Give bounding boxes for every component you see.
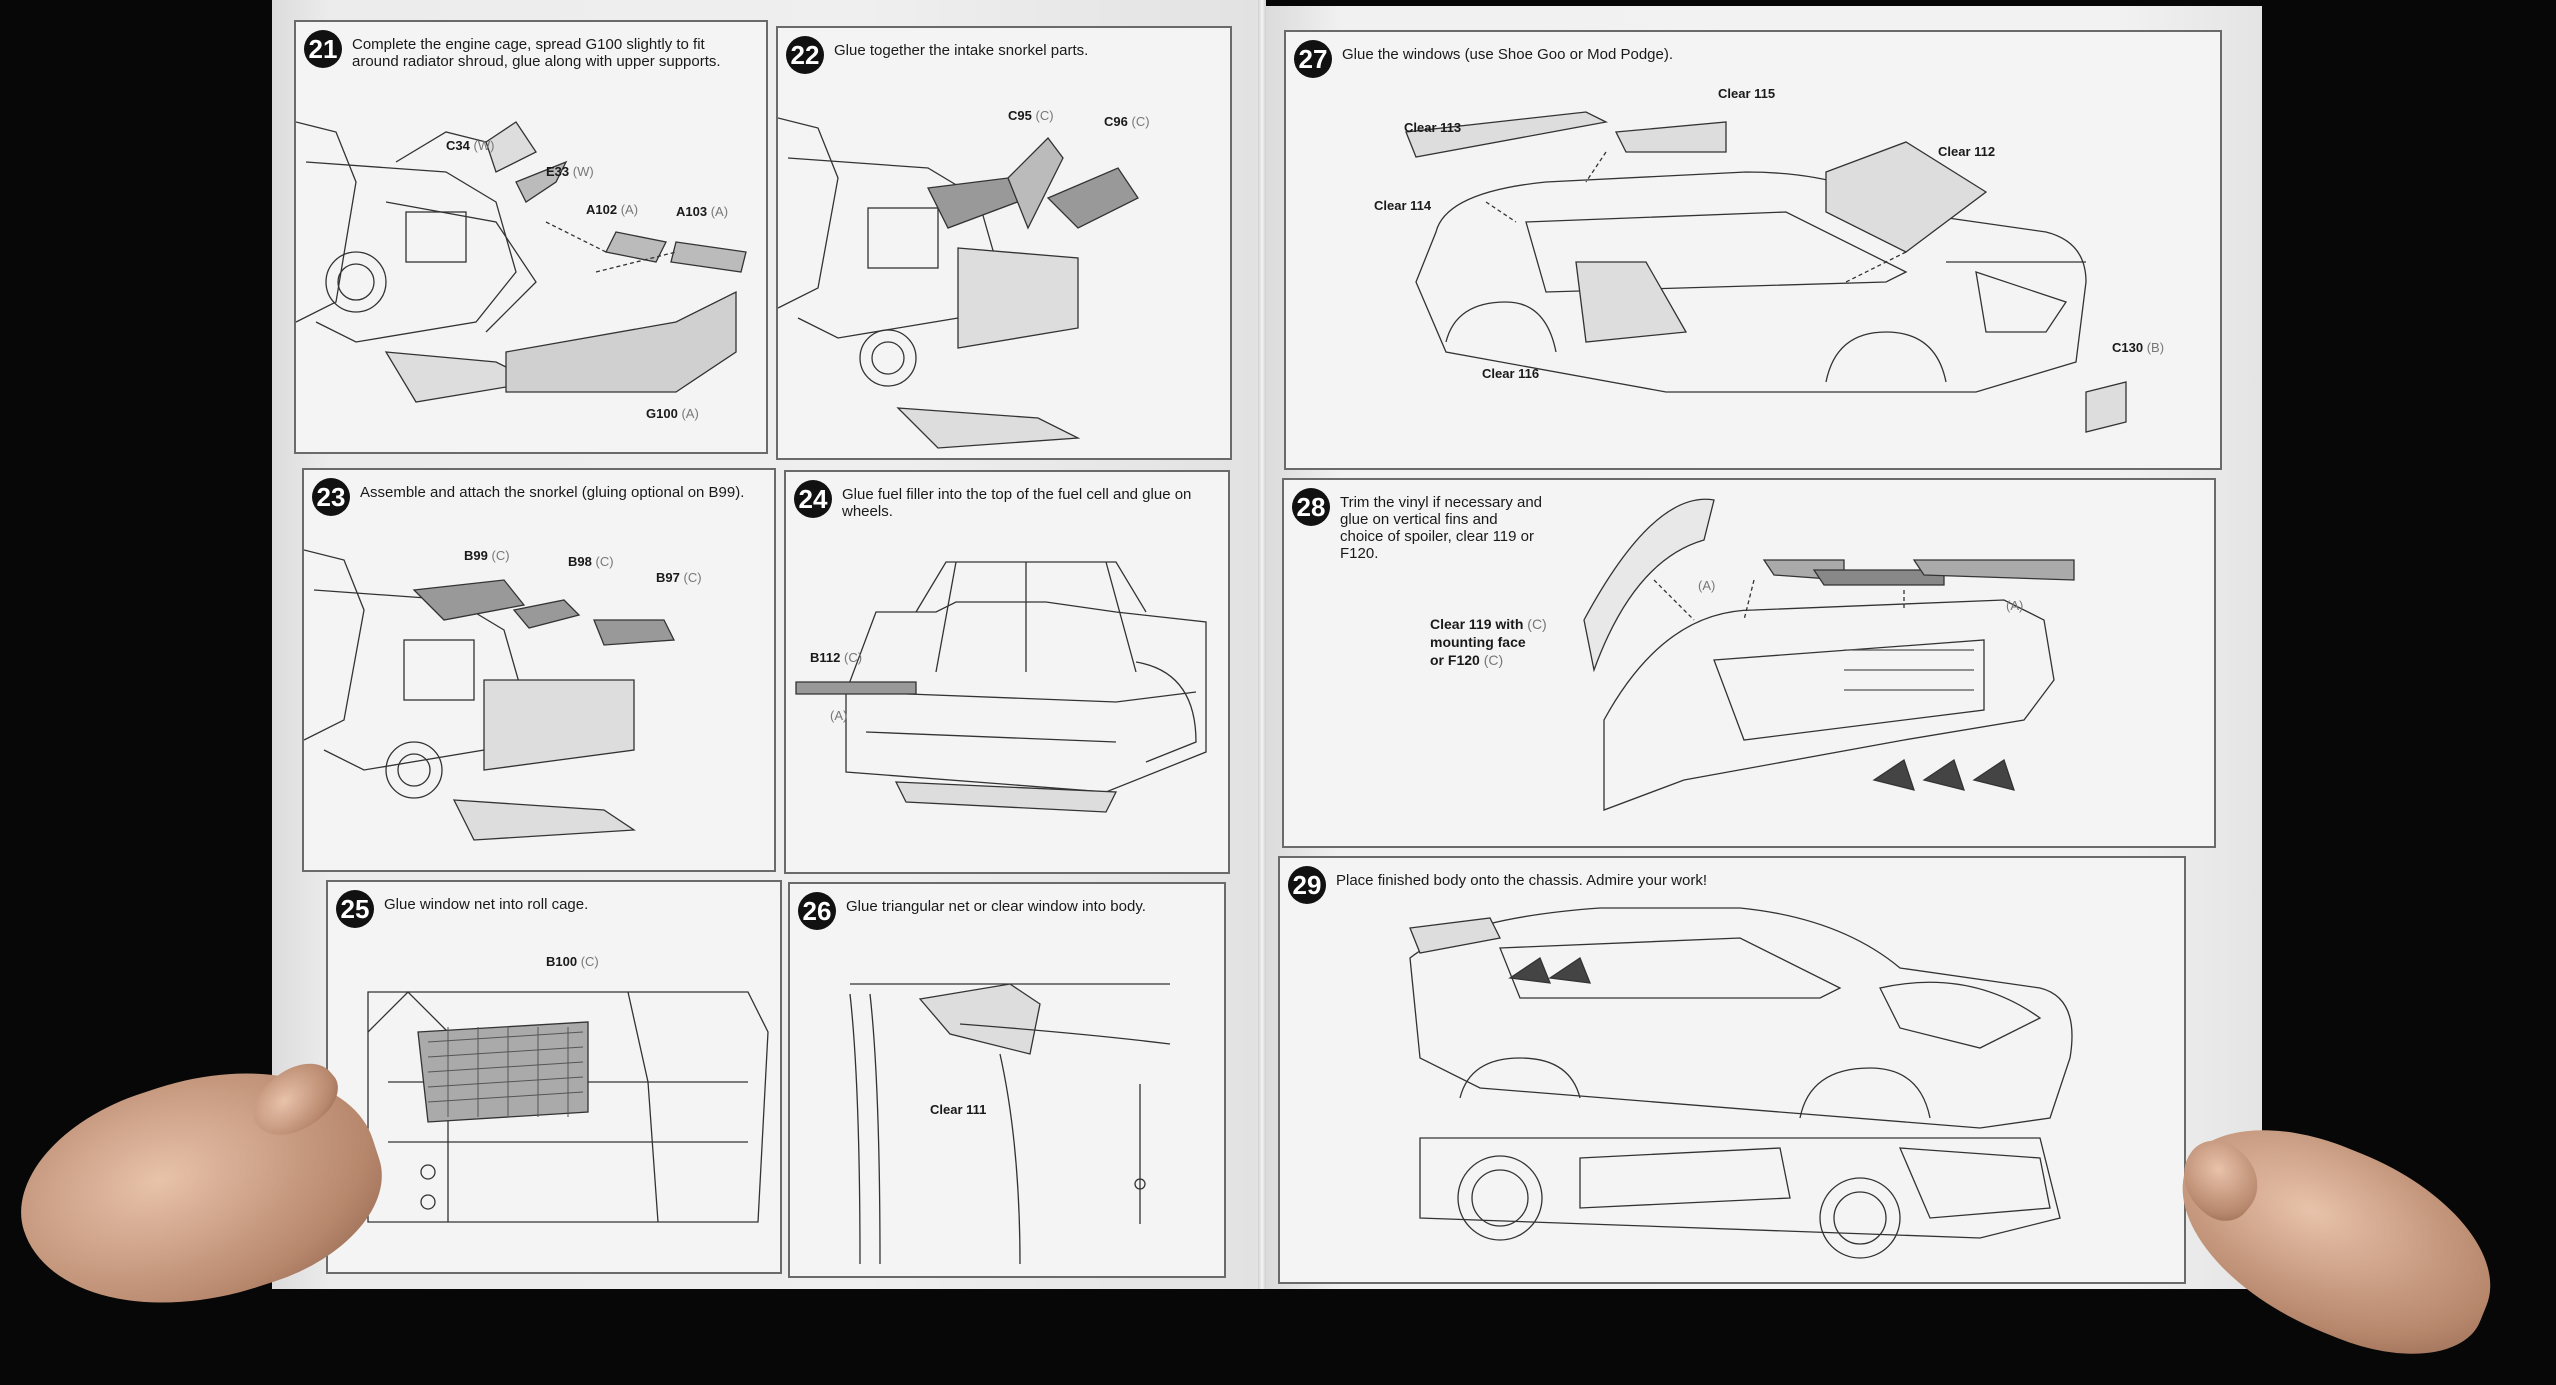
part-label-c96: C96 (C)	[1104, 114, 1150, 129]
part-label-a102: A102 (A)	[586, 202, 639, 217]
step-26-panel: 26 Glue triangular net or clear window i…	[788, 882, 1226, 1278]
part-label-clear-111: Clear 111	[930, 1102, 987, 1117]
part-label-b100: B100 (C)	[546, 954, 599, 969]
part-label-b112: B112 (C)	[810, 650, 863, 665]
snorkel-assembly-illustration	[304, 549, 676, 841]
step-21-panel: 21 Complete the engine cage, spread G100…	[294, 20, 768, 454]
part-label-clear-113: Clear 113	[1404, 120, 1462, 135]
step-24-number: 24	[794, 480, 832, 518]
step-24-panel: 24 Glue fuel filler into the top of the …	[784, 470, 1230, 874]
step-26-number: 26	[798, 892, 836, 930]
intake-snorkel-illustration	[778, 117, 1139, 449]
step-29-panel: 29 Place finished body onto the chassis.…	[1278, 856, 2186, 1284]
step-26-instruction: Glue triangular net or clear window into…	[846, 898, 1146, 915]
step-23-number: 23	[312, 478, 350, 516]
step-25-instruction: Glue window net into roll cage.	[384, 896, 589, 913]
triangular-net-illustration	[849, 983, 1171, 1265]
spoiler-fins-illustration	[1583, 498, 2075, 811]
part-label-b97: B97 (C)	[656, 570, 702, 585]
sheet-fold-crease	[1258, 0, 1266, 1289]
finished-car-illustration	[1409, 907, 2073, 1259]
step-27-instruction: Glue the windows (use Shoe Goo or Mod Po…	[1342, 46, 1674, 63]
step-22-number: 22	[786, 36, 824, 74]
fuel-cell-illustration	[795, 561, 1207, 813]
part-label-b98: B98 (C)	[568, 554, 614, 569]
part-label-spoiler-a: (A)	[2006, 598, 2024, 613]
part-label-clear-112: Clear 112	[1938, 144, 1996, 159]
step-29-number: 29	[1288, 866, 1326, 904]
step-21-number: 21	[304, 30, 342, 68]
step-25-panel: 25 Glue window net into roll cage. B100 …	[326, 880, 782, 1274]
step-28-instruction: Trim the vinyl if necessary and glue on …	[1340, 494, 1543, 562]
engine-cage-illustration	[296, 121, 747, 403]
part-label-f120: or F120 (C)	[1430, 652, 1504, 668]
step-29-instruction: Place finished body onto the chassis. Ad…	[1336, 872, 1708, 889]
step-23-instruction: Assemble and attach the snorkel (gluing …	[360, 484, 745, 501]
step-28-number: 28	[1292, 488, 1330, 526]
step-25-number: 25	[336, 890, 374, 928]
part-label-b99: B99 (C)	[464, 548, 510, 563]
part-label-clear-115: Clear 115	[1718, 86, 1776, 101]
step-24-instruction: Glue fuel filler into the top of the fue…	[842, 486, 1192, 520]
part-label-c95: C95 (C)	[1008, 108, 1054, 123]
part-label-mounting-face: mounting face	[1430, 634, 1526, 650]
step-28-panel: 28 Trim the vinyl if necessary and glue …	[1282, 478, 2216, 848]
step-23-panel: 23 Assemble and attach the snorkel (glui…	[302, 468, 776, 872]
part-label-clear-114: Clear 114	[1374, 198, 1432, 213]
part-label-c130: C130 (B)	[2112, 340, 2165, 355]
step-22-instruction: Glue together the intake snorkel parts.	[834, 42, 1089, 59]
step-27-number: 27	[1294, 40, 1332, 78]
part-label-c34: C34 (W)	[446, 138, 495, 153]
window-net-illustration	[367, 991, 769, 1223]
step-22-panel: 22 Glue together the intake snorkel part…	[776, 26, 1232, 460]
part-label-clear-116: Clear 116	[1482, 366, 1540, 381]
step-21-instruction: Complete the engine cage, spread G100 sl…	[352, 36, 721, 70]
part-label-a: (A)	[830, 708, 848, 723]
step-27-panel: 27 Glue the windows (use Shoe Goo or Mod…	[1284, 30, 2222, 470]
part-label-fin-a: (A)	[1698, 578, 1716, 593]
part-label-e33: E33 (W)	[546, 164, 594, 179]
part-label-g100: G100 (A)	[646, 406, 699, 421]
part-label-a103: A103 (A)	[676, 204, 729, 219]
part-label-clear-119: Clear 119 with (C)	[1430, 616, 1547, 632]
car-windows-illustration	[1405, 111, 2127, 433]
